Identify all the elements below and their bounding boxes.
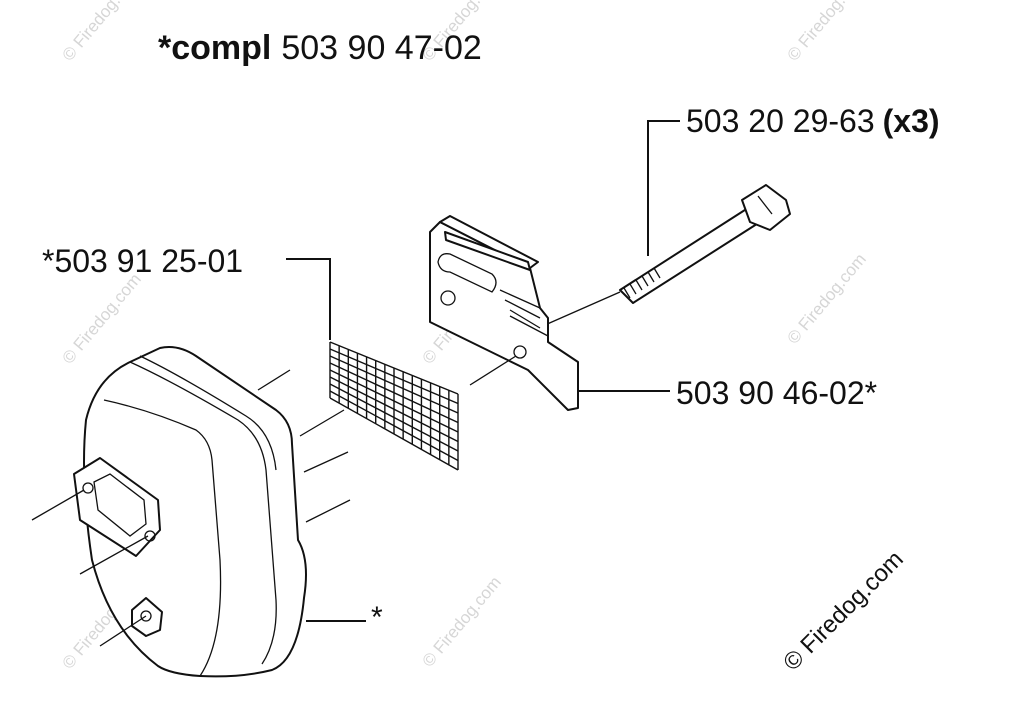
mesh-wire: [329, 369, 459, 433]
bolt-qty: (x3): [883, 103, 940, 139]
mesh-wire: [329, 355, 459, 414]
assembly-number: 503 90 47-02: [281, 29, 481, 67]
mesh-wire: [329, 397, 459, 471]
mesh-wire: [329, 362, 459, 424]
muffler-part: [31, 346, 351, 678]
bolt-label: 503 20 29-63(x3): [686, 103, 940, 139]
watermark: © Firedog.com: [59, 270, 145, 368]
assembly-label: *compl 503 90 47-02: [158, 29, 482, 67]
screen-part: [329, 341, 459, 471]
assembly-prefix: *compl: [158, 29, 271, 67]
bolt-leader: [647, 120, 680, 256]
plate-label: 503 90 46-02*: [676, 375, 877, 411]
mesh-wire: [329, 390, 459, 462]
mesh-wire: [329, 341, 459, 395]
plate-part: [429, 215, 579, 411]
mesh-wire: [329, 383, 459, 452]
mesh-wire: [329, 376, 459, 443]
copyright: © Firedog.com: [778, 546, 909, 677]
muffler-star-label: *: [371, 601, 383, 634]
bolt-number: 503 20 29-63: [686, 103, 875, 139]
screen-label: *503 91 25-01: [42, 243, 243, 279]
watermark: © Firedog.com: [784, 0, 870, 65]
watermark: © Firedog.com: [419, 573, 505, 671]
watermark: © Firedog.com: [59, 0, 145, 65]
screen-leader: [286, 258, 331, 340]
mesh-wire: [329, 348, 459, 405]
watermark: © Firedog.com: [784, 250, 870, 348]
bolt-part: [519, 184, 791, 337]
